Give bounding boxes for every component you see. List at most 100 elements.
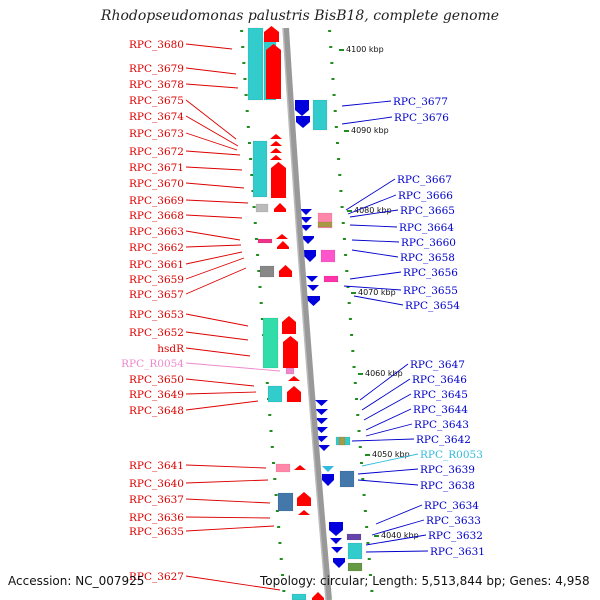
tick-mark (339, 190, 343, 192)
leader-line (351, 438, 415, 442)
tick-mark (363, 510, 367, 512)
scale-label: 4040 kbp (381, 531, 419, 540)
reverse-chevron (331, 547, 343, 553)
gene-label: RPC_3675 (129, 95, 184, 107)
leader-line (185, 331, 249, 341)
cds-block (252, 140, 268, 198)
scale-tick (339, 49, 344, 51)
leader-line (357, 468, 419, 475)
gene-label: RPC_3658 (400, 252, 455, 264)
cds-block (291, 593, 307, 600)
cds-block (338, 436, 346, 446)
tick-mark (251, 190, 255, 192)
leader-line (363, 393, 412, 421)
tick-mark (367, 558, 371, 560)
leader-line (185, 199, 249, 204)
tick-mark (252, 206, 256, 208)
tick-mark (340, 206, 344, 208)
leader-line (349, 271, 402, 280)
cds-block (339, 470, 355, 488)
tick-mark (355, 398, 359, 400)
forward-gene-arrow (271, 162, 286, 198)
leader-line (361, 453, 419, 467)
leader-line (375, 504, 423, 525)
leader-line (345, 178, 396, 211)
reverse-gene-arrow (304, 250, 316, 262)
leader-line (349, 209, 399, 218)
tick-mark (258, 286, 262, 288)
tick-mark (246, 126, 250, 128)
gene-label: RPC_3677 (393, 96, 448, 108)
scale-label: 4060 kbp (365, 369, 403, 378)
tick-mark (253, 222, 257, 224)
label-leaders (185, 43, 429, 591)
leader-line (361, 378, 411, 411)
tick-track-right (328, 30, 374, 592)
cds-block (257, 238, 273, 244)
cds-block (259, 265, 275, 278)
gene-label: RPC_3659 (129, 274, 184, 286)
tick-mark (369, 574, 373, 576)
tick-mark (279, 558, 283, 560)
leader-line (185, 391, 257, 395)
tick-mark (351, 350, 355, 352)
leader-line (341, 116, 393, 125)
cds-block (267, 385, 283, 403)
leader-line (365, 550, 429, 553)
forward-gene-arrow (297, 492, 311, 506)
cds-block (317, 221, 333, 228)
leader-line (343, 285, 402, 291)
leader-line (349, 224, 398, 228)
gene-label: RPC_3645 (413, 389, 468, 401)
leader-line (185, 244, 242, 248)
right-gene-labels: RPC_3677RPC_3676RPC_3667RPC_3666RPC_3665… (393, 96, 485, 558)
reverse-gene-arrow (333, 558, 345, 568)
leader-line (185, 479, 269, 484)
leader-line (185, 83, 239, 89)
reverse-gene-arrow (295, 100, 309, 116)
tick-mark (331, 78, 335, 80)
tick-mark (341, 222, 345, 224)
leader-line (185, 378, 255, 387)
rna-feature (285, 367, 295, 375)
forward-gene-arrow (312, 592, 324, 600)
forward-chevron (270, 134, 282, 139)
gene-label: RPC_3671 (129, 162, 184, 174)
leader-line (185, 498, 271, 504)
reverse-gene-arrow (302, 236, 314, 244)
leader-line (351, 249, 399, 258)
leader-line (341, 100, 392, 107)
gene-label: RPC_3657 (129, 289, 184, 301)
reverse-chevron (318, 445, 330, 451)
gene-label: RPC_3660 (401, 237, 456, 249)
tick-mark (357, 430, 361, 432)
cds-block (262, 317, 279, 369)
gene-label: RPC_3665 (400, 205, 455, 217)
gene-label: RPC_3676 (394, 112, 449, 124)
tick-mark (346, 286, 350, 288)
cds-block (255, 203, 269, 213)
map-title: Rhodopseudomonas palustris BisB18, compl… (100, 8, 500, 24)
leader-line (185, 99, 237, 140)
forward-chevron (298, 510, 310, 515)
cds-block (320, 249, 336, 263)
cds-block (275, 463, 291, 473)
gene-label: RPC_3637 (129, 494, 184, 506)
tick-mark (329, 46, 333, 48)
tick-mark (337, 158, 341, 160)
gene-label: RPC_3668 (129, 210, 184, 222)
scale-tick (374, 535, 379, 537)
gene-label: RPC_3635 (129, 526, 184, 538)
gene-label: RPC_3672 (129, 146, 184, 158)
gene-label: RPC_3680 (129, 39, 184, 51)
gene-label: hsdR (157, 343, 185, 355)
gene-label: RPC_3653 (129, 309, 184, 321)
tick-mark (244, 94, 248, 96)
tick-mark (353, 382, 357, 384)
forward-chevron (270, 155, 282, 160)
forward-gene-arrow (264, 26, 279, 42)
reverse-chevron (306, 276, 318, 282)
leader-line (347, 194, 397, 215)
tick-mark (250, 174, 254, 176)
gene-features (247, 26, 363, 600)
